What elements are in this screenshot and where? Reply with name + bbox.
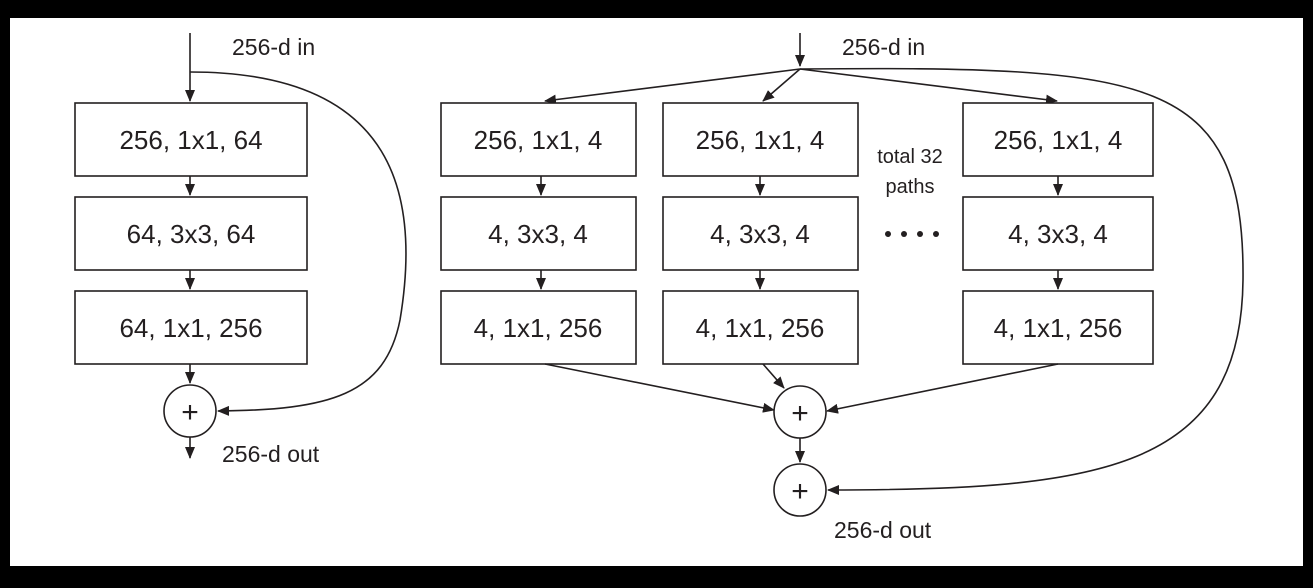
left-layer-2-label: 64, 3x3, 64 (127, 219, 256, 249)
right-output-label: 256-d out (834, 517, 932, 543)
path-32: 256, 1x1, 4 4, 3x3, 4 4, 1x1, 256 (962, 102, 1154, 365)
left-output-label: 256-d out (222, 441, 320, 467)
paths-note-line-1: total 32 (877, 146, 943, 168)
path-2: 256, 1x1, 4 4, 3x3, 4 4, 1x1, 256 (662, 102, 859, 365)
path-1-layer-2-label: 4, 3x3, 4 (488, 219, 588, 249)
more-paths-ellipsis (885, 231, 939, 237)
path-32-layer-2-box (962, 196, 1154, 271)
path-2-layer-2-label: 4, 3x3, 4 (710, 219, 810, 249)
path-1-layer-3-label: 4, 1x1, 256 (474, 313, 603, 343)
path-1: 256, 1x1, 4 4, 3x3, 4 4, 1x1, 256 (440, 102, 637, 365)
path-1-layer-1-box (440, 102, 637, 177)
merge-arrow-path-32 (826, 363, 1059, 414)
resnet-block: 256-d in 256, 1x1, 64 64, 3x3, 64 64, 1x… (74, 33, 407, 467)
residual-sum-symbol: + (791, 475, 809, 508)
split-arrow-path-32 (799, 68, 1058, 105)
paths-note-line-2: paths (886, 176, 935, 198)
path-2-layer-3-box (662, 290, 859, 365)
resnext-block: 256-d in 256, 1x1, 4 4, 3x3, 4 4, 1x1, 2… (440, 33, 1244, 543)
path-32-layer-3-label: 4, 1x1, 256 (994, 313, 1123, 343)
path-2-layer-1-box (662, 102, 859, 177)
merge-arrow-path-1 (544, 363, 775, 413)
merge-arrow-path-2 (762, 363, 785, 389)
split-arrow-path-2 (762, 68, 801, 102)
left-identity-shortcut (189, 71, 407, 416)
left-layer-3-box (74, 290, 308, 365)
path-1-layer-1-label: 256, 1x1, 4 (474, 125, 603, 155)
path-2-layer-1-label: 256, 1x1, 4 (696, 125, 825, 155)
path-32-layer-3-box (962, 290, 1154, 365)
left-sum-symbol: + (181, 396, 199, 429)
path-32-layer-2-label: 4, 3x3, 4 (1008, 219, 1108, 249)
left-layer-2-box (74, 196, 308, 271)
path-1-layer-2-box (440, 196, 637, 271)
right-input-label: 256-d in (842, 34, 925, 60)
left-layer-3-label: 64, 1x1, 256 (119, 313, 262, 343)
left-input-label: 256-d in (232, 34, 315, 60)
residual-sum-node (773, 463, 827, 517)
path-32-layer-1-label: 256, 1x1, 4 (994, 125, 1123, 155)
split-arrow-path-1 (544, 68, 801, 105)
left-layer-1-box (74, 102, 308, 177)
right-identity-shortcut (799, 67, 1244, 495)
path-2-layer-3-label: 4, 1x1, 256 (696, 313, 825, 343)
left-layer-1-label: 256, 1x1, 64 (119, 125, 262, 155)
path-1-layer-3-box (440, 290, 637, 365)
aggregation-sum-symbol: + (791, 397, 809, 430)
